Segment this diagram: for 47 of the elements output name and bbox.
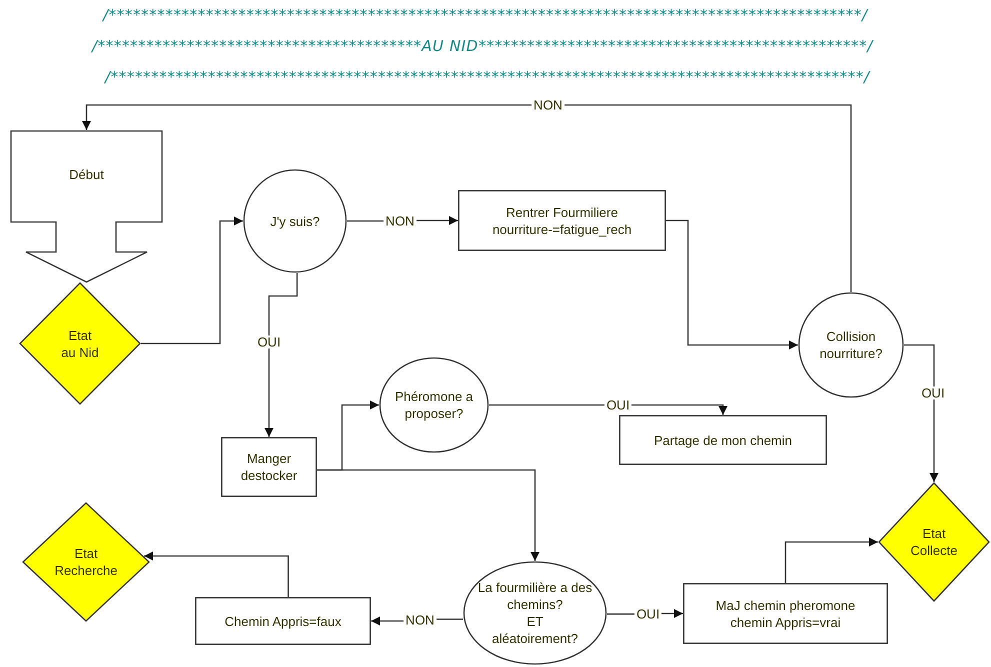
decision-diamond (19, 282, 141, 405)
process-box (619, 415, 827, 465)
arrow (489, 404, 728, 415)
arrow (784, 538, 878, 583)
arrow (317, 469, 540, 561)
process-box (458, 190, 666, 251)
node-text: MaJ chemin pheromone (716, 596, 856, 614)
node-text: Phéromone a proposer? (394, 388, 474, 422)
decision-circle (243, 169, 347, 273)
node-text: Etat Recherche (54, 545, 118, 579)
comment-line: /*********************************************************************************************/ (105, 70, 870, 85)
node-text: Début (69, 166, 104, 183)
node-text: Etat Collecte (910, 525, 958, 559)
decision-circle (379, 357, 489, 453)
process-box (195, 597, 371, 645)
comment-line: /*********************************************************************************************/ (103, 8, 868, 23)
state-diamond (22, 502, 150, 622)
edge-label: OUI (604, 398, 632, 412)
arrow (141, 216, 243, 344)
node-text: Manger destocker (240, 450, 298, 484)
arrow (144, 552, 289, 597)
node-text: nourriture-=fatigue_rech (492, 220, 632, 238)
arrow (904, 344, 938, 482)
node-text: aléatoirement? (492, 630, 578, 647)
edge-label: NON (532, 98, 564, 112)
node-text: ET (526, 613, 544, 630)
arrow (264, 273, 298, 437)
arrow (82, 104, 852, 292)
edge-label: NON (404, 614, 436, 626)
node-text: La fourmilière a des chemins? (476, 579, 594, 613)
node-text: chemin Appris=vrai (730, 614, 841, 630)
node-text: J'y suis? (270, 212, 320, 230)
decision-circle (798, 292, 904, 398)
node-text: Rentrer Fourmiliere (506, 204, 618, 220)
comment-line: /****************************************AU NID************************************************/ (92, 39, 873, 54)
edge-label: NON (384, 214, 416, 228)
node-text: Etat au Nid (60, 326, 100, 360)
node-text: Chemin Appris=faux (224, 612, 342, 630)
edge-label: OUI (634, 608, 662, 620)
process-box (683, 583, 888, 644)
state-diamond (878, 482, 990, 602)
block-arrow (10, 130, 163, 283)
arrow (666, 220, 798, 350)
decision-circle (463, 561, 607, 665)
process-box (221, 437, 317, 497)
node-text: Collision nourriture? (818, 328, 884, 362)
node-text: Partage de mon chemin (654, 432, 792, 448)
